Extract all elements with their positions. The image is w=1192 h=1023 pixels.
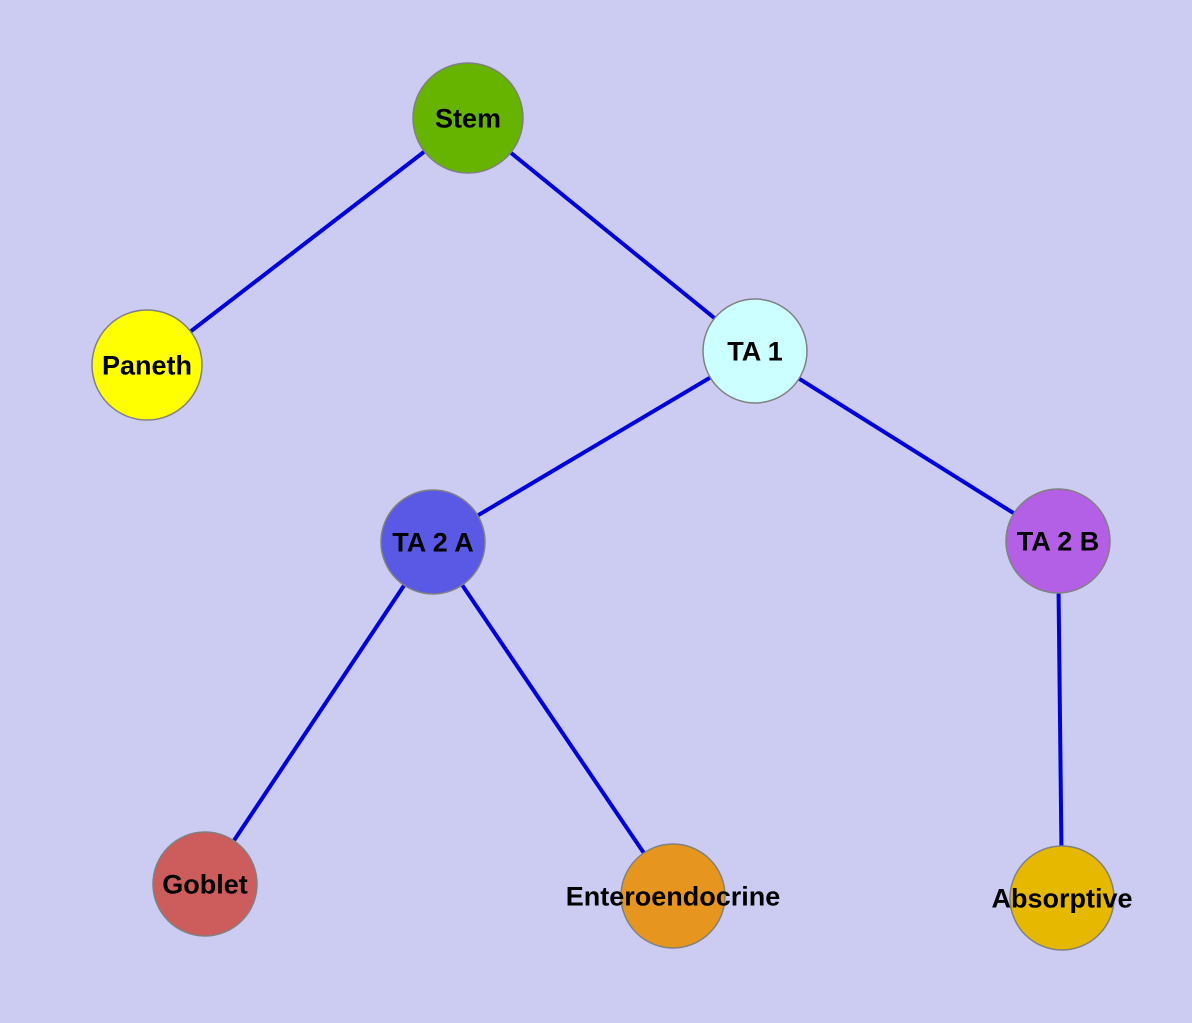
edge-ta-2-a-goblet [203,540,435,886]
edge-stem-paneth [145,116,470,367]
node-label-goblet: Goblet [162,870,248,900]
node-label-ta-1: TA 1 [727,337,783,367]
edge-stem-ta-1 [466,116,757,353]
node-label-ta-2-a: TA 2 A [392,528,474,558]
node-paneth [91,309,203,421]
node-absorptive [1009,845,1115,951]
node-label-ta-2-b: TA 2 B [1017,527,1100,557]
node-enteroendocrine [620,843,726,949]
node-label-absorptive: Absorptive [991,884,1132,914]
node-ta-2-a [380,489,486,595]
edge-ta-2-a-enteroendocrine [431,540,675,898]
node-goblet [152,831,258,937]
edge-ta-1-ta-2-a [431,349,757,544]
node-ta-2-b [1005,488,1111,594]
edges-layer [145,116,1064,899]
nodes-layer [91,62,1115,951]
edge-ta-1-ta-2-b [753,349,1060,543]
node-label-stem: Stem [435,104,501,134]
node-label-enteroendocrine: Enteroendocrine [566,882,781,912]
node-stem [412,62,524,174]
node-label-paneth: Paneth [102,351,192,381]
edge-ta-2-b-absorptive [1056,540,1064,899]
node-ta-1 [702,298,808,404]
